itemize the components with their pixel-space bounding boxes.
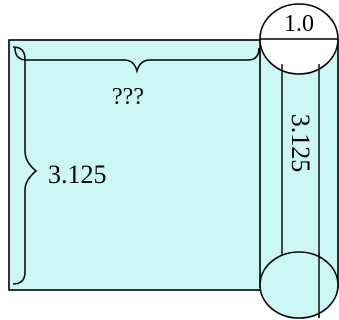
left-height-label: 3.125 xyxy=(48,160,107,189)
left-height-brace xyxy=(12,46,38,285)
top-width-label: ??? xyxy=(112,84,144,110)
cylinder-body xyxy=(260,39,339,288)
top-width-brace xyxy=(14,47,260,74)
cylinder-height-label: 3.125 xyxy=(286,114,315,173)
cylinder-bottom-ellipse xyxy=(259,251,339,319)
cylinder-diameter-label: 1.0 xyxy=(284,11,314,37)
unrolled-sheet xyxy=(8,39,268,291)
